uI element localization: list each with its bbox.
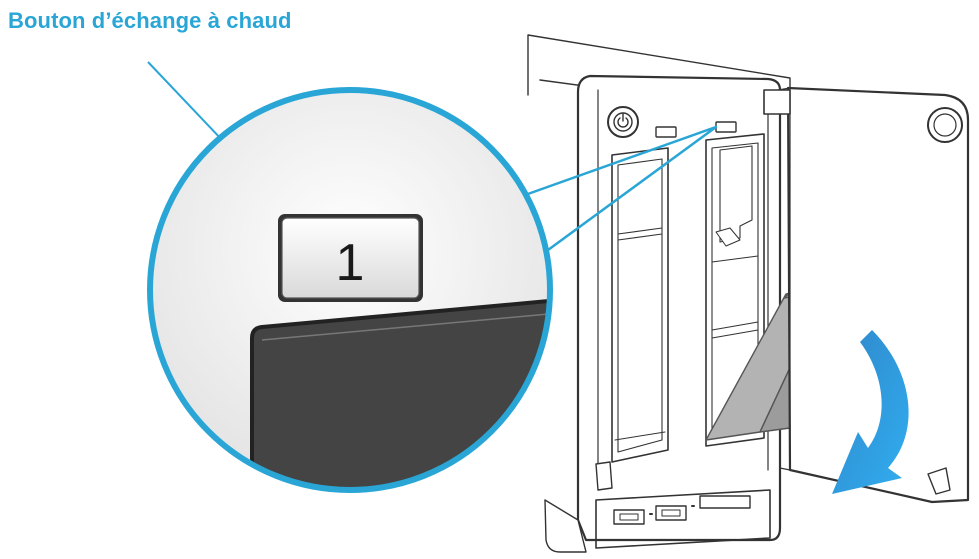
zoom-ring [147,87,553,493]
hot-swap-button-target [715,121,737,133]
front-ports [595,461,771,549]
zoom-device-screen [250,297,550,490]
hot-swap-button-small [655,126,677,138]
zoom-button: 1 [278,214,423,302]
nas-device [527,34,970,553]
zoom-callout: 1 [147,87,553,493]
drive-bay-right [705,133,765,447]
power-button [607,106,639,138]
door-panel [763,86,970,504]
diagram-title: Bouton d’échange à chaud [8,8,292,33]
pull-out-arrow-icon [832,330,909,494]
zoom-button-label: 1 [336,234,365,292]
